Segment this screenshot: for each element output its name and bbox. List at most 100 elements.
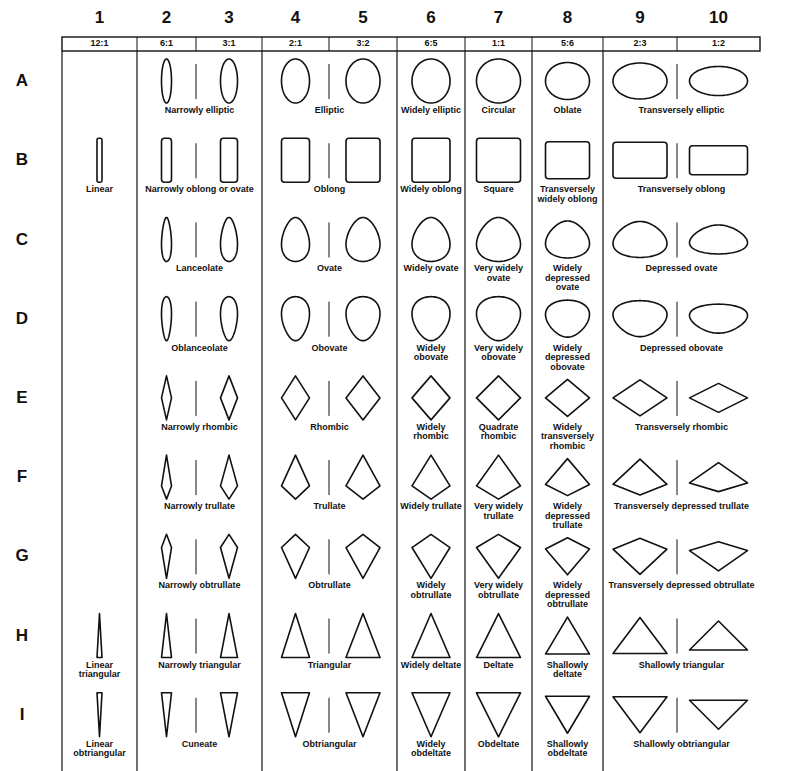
shape-name-slot: Square	[468, 185, 529, 194]
leaf-shape	[282, 376, 310, 420]
shape-outline	[346, 376, 380, 420]
shape-outline	[690, 304, 748, 333]
leaf-shape	[162, 138, 172, 182]
column-number-slot: 9	[620, 6, 660, 30]
shape-outline	[282, 534, 310, 578]
row-letter-slot: I	[7, 704, 37, 726]
shape-name: Very widely obovate	[468, 344, 529, 363]
shape-name-slot: Widely trullate	[400, 502, 462, 511]
leaf-shape	[613, 142, 667, 178]
shape-outline	[282, 693, 310, 737]
leaf-shape	[546, 142, 590, 179]
leaf-shape	[162, 455, 172, 499]
ratio-label-slot: 3:1	[197, 37, 261, 51]
shape-name: Widely obovate	[400, 344, 462, 363]
shape-name: Widely rhombic	[400, 423, 462, 442]
shape-name-slot: Widely depressed obovate	[535, 344, 600, 372]
shape-name: Triangular	[308, 661, 352, 670]
shape-name-slot: Widely depressed trullate	[535, 502, 600, 530]
shape-name-slot: Widely ovate	[400, 264, 462, 273]
shape-outline	[613, 538, 667, 574]
ratio-label-slot: 1:1	[466, 37, 531, 51]
shape-name-slot: Elliptic	[265, 106, 394, 115]
shape-outline	[221, 376, 238, 420]
row-letter-slot: F	[7, 466, 37, 488]
column-number-slot: 1	[80, 6, 120, 30]
pair-divider	[196, 698, 197, 733]
leaf-shape	[412, 534, 450, 578]
pair-divider	[329, 222, 330, 257]
column-number-slot: 5	[343, 6, 383, 30]
shape-name: Very widely ovate	[468, 264, 529, 283]
shape-outline	[346, 455, 380, 499]
shape-name-slot: Widely depressed ovate	[535, 264, 600, 292]
leaf-shape	[221, 217, 238, 261]
leaf-shape	[221, 455, 238, 499]
leaf-shape	[690, 700, 748, 729]
ratio-label: 6:5	[424, 39, 437, 48]
leaf-shape	[162, 534, 172, 578]
shape-name: Shallowly obdeltate	[535, 740, 600, 759]
ratio-label: 6:1	[160, 39, 173, 48]
leaf-shape	[477, 59, 521, 103]
shape-name: Elliptic	[315, 106, 345, 115]
leaf-shape	[613, 538, 667, 574]
leaf-shape	[546, 300, 590, 337]
shape-outline	[97, 693, 102, 737]
pair-divider	[677, 222, 678, 257]
shape-name: Depressed obovate	[640, 344, 723, 353]
leaf-shape	[412, 693, 450, 737]
header-divider	[329, 37, 330, 51]
leaf-shape	[346, 59, 380, 103]
shape-name-slot: Widely oblong	[400, 185, 462, 194]
shape-name-slot: Obtriangular	[265, 740, 394, 749]
leaf-shape	[282, 138, 310, 182]
shape-name: Linear triangular	[65, 661, 134, 680]
shape-outline	[546, 538, 590, 575]
leaf-shape	[690, 463, 748, 492]
column-number: 7	[494, 9, 503, 27]
leaf-shape	[613, 459, 667, 495]
shape-name: Widely deltate	[401, 661, 461, 670]
ratio-label: 12:1	[90, 39, 108, 48]
shape-outline	[546, 142, 590, 179]
shape-outline	[162, 138, 172, 182]
shape-name-slot: Very widely ovate	[468, 264, 529, 283]
shape-outline	[690, 700, 748, 729]
shape-outline	[412, 59, 450, 103]
leaf-shape	[690, 304, 748, 333]
pair-divider	[329, 381, 330, 416]
leaf-shape	[162, 614, 172, 658]
leaf-shape	[690, 146, 748, 175]
row-letter: I	[20, 706, 25, 724]
leaf-shape	[282, 217, 310, 261]
leaf-shape	[346, 534, 380, 578]
shape-name: Narrowly obtrullate	[158, 581, 240, 590]
shape-name-slot: Linear obtriangular	[65, 740, 134, 759]
ratio-label-slot: 12:1	[63, 37, 136, 51]
shape-outline	[282, 217, 310, 261]
shape-outline	[282, 376, 310, 420]
leaf-shape	[613, 618, 667, 654]
shape-name: Transversely widely oblong	[535, 185, 600, 204]
shape-name: Transversely rhombic	[635, 423, 728, 432]
shape-name: Narrowly trullate	[164, 502, 235, 511]
shape-outline	[221, 614, 238, 658]
leaf-shape	[412, 59, 450, 103]
leaf-shape	[477, 614, 521, 658]
pair-divider	[677, 698, 678, 733]
shape-name-slot: Ovate	[265, 264, 394, 273]
shape-name: Shallowly triangular	[639, 661, 725, 670]
shape-name-slot: Rhombic	[265, 423, 394, 432]
ratio-label: 5:6	[561, 39, 574, 48]
grid-line	[136, 51, 137, 771]
ratio-label: 2:3	[633, 39, 646, 48]
leaf-shape	[346, 614, 380, 658]
leaf-shape	[477, 693, 521, 737]
shape-name: Obtrullate	[308, 581, 351, 590]
leaf-shape	[346, 297, 380, 341]
shape-outline	[477, 59, 521, 103]
shape-name-slot: Narrowly obtrullate	[140, 581, 259, 590]
ratio-label: 1:1	[492, 39, 505, 48]
column-number: 10	[709, 9, 728, 27]
